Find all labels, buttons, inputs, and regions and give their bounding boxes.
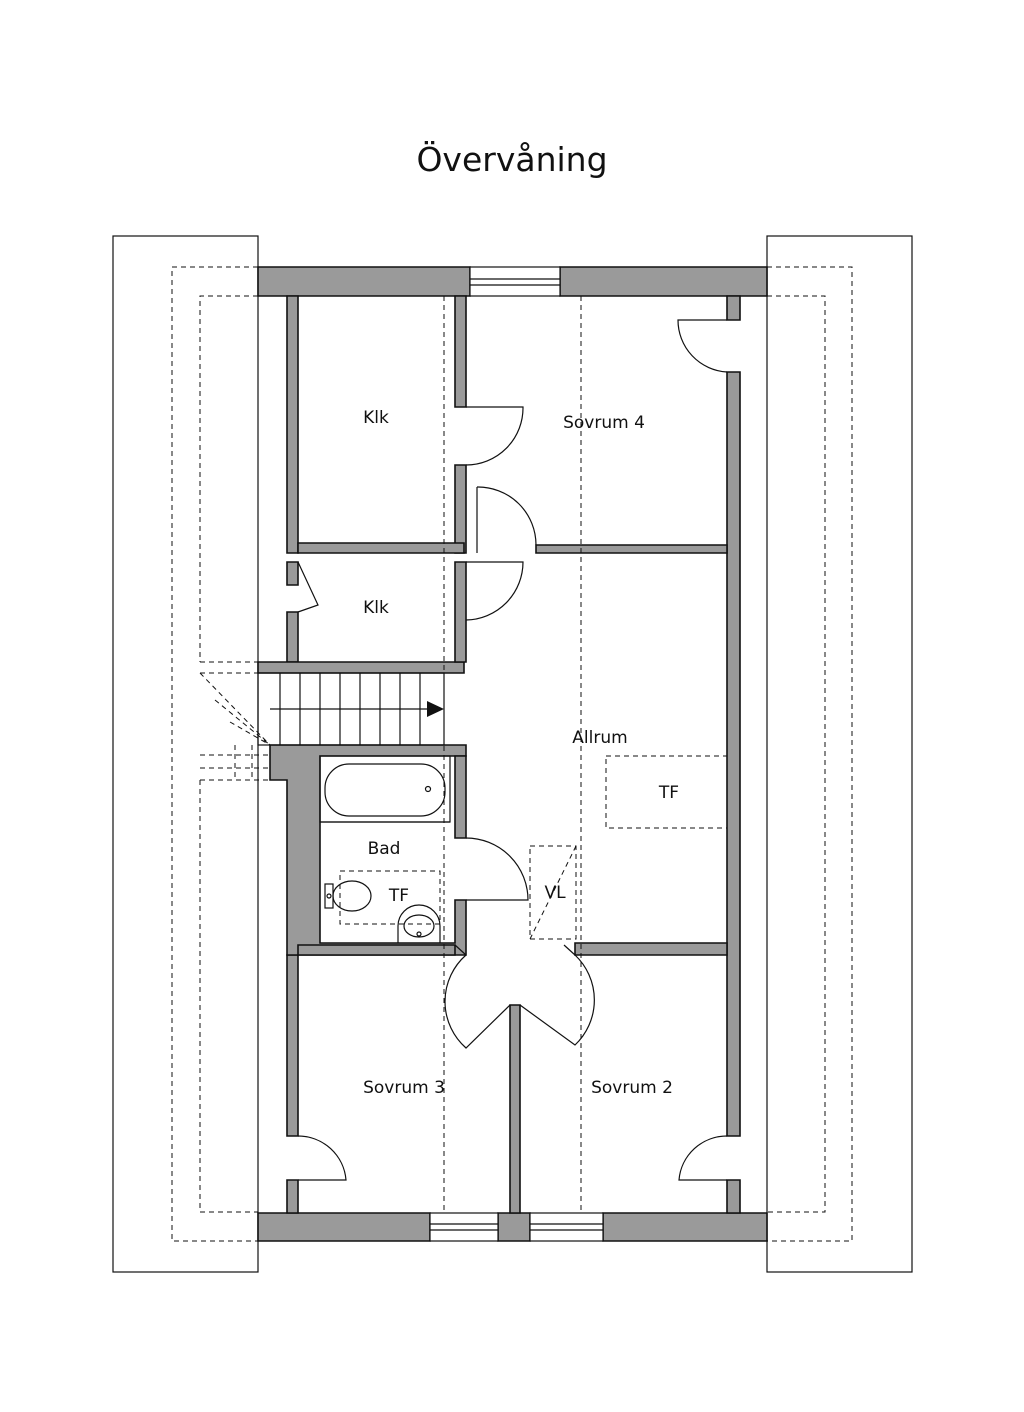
room-label-vl: VL — [544, 883, 566, 903]
bathroom-fixtures — [319, 755, 451, 943]
room-label-sovrum2: Sovrum 2 — [591, 1078, 673, 1098]
sink — [397, 904, 441, 943]
room-label-tf-allrum: TF — [658, 783, 679, 803]
plan-title: Övervåning — [416, 139, 607, 179]
toilet — [324, 880, 372, 912]
dashed-zones — [339, 296, 728, 1213]
roof-outlines — [112, 235, 913, 1273]
room-label-allrum: Allrum — [572, 728, 627, 748]
doors — [297, 319, 728, 1181]
stair-direction-arrow-icon — [427, 701, 444, 717]
walls — [257, 266, 768, 1242]
room-labels: Klk Sovrum 4 Klk Allrum TF Bad TF VL Sov… — [363, 408, 679, 1098]
stairs — [199, 661, 445, 781]
knee-wall-dashes — [171, 266, 853, 1242]
room-label-sovrum4: Sovrum 4 — [563, 413, 645, 433]
room-label-bad: Bad — [368, 839, 401, 859]
room-label-tf-bad: TF — [388, 886, 409, 906]
room-label-klk-top: Klk — [363, 408, 389, 428]
room-label-klk-mid: Klk — [363, 598, 389, 618]
room-label-sovrum3: Sovrum 3 — [363, 1078, 445, 1098]
windows — [429, 266, 604, 1242]
